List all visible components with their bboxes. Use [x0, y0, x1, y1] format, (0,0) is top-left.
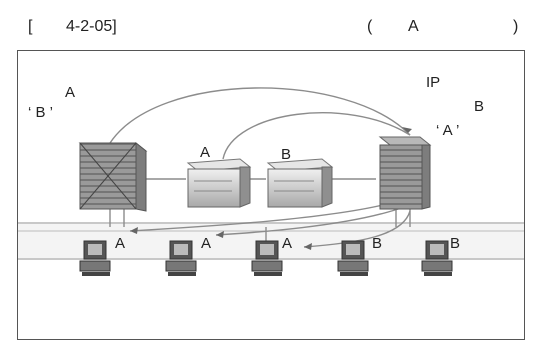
server-b-label: B — [281, 146, 292, 163]
caption-ref-open: [ — [28, 18, 33, 35]
switch-right — [378, 136, 432, 210]
pc-5-label: B — [450, 235, 461, 252]
pc-1 — [79, 240, 111, 276]
pc-3 — [251, 240, 283, 276]
switch-right-label-ip: IP — [426, 74, 441, 91]
caption-answer: A — [408, 18, 419, 35]
pc-3-label: A — [282, 235, 293, 252]
switch-right-label-b: B — [474, 98, 485, 115]
server-b — [266, 158, 334, 208]
network-diagram — [18, 87, 524, 276]
server-a-label: A — [200, 144, 211, 161]
server-a — [186, 158, 252, 208]
caption-ref-code: 4-2-05] — [66, 18, 117, 35]
pc-2 — [165, 240, 197, 276]
switch-left — [78, 141, 148, 212]
caption-paren-close: ) — [513, 18, 519, 35]
pc-5 — [421, 240, 453, 276]
switch-left-label-a: A — [65, 84, 76, 101]
pc-4-label: B — [372, 235, 383, 252]
pc-1-label: A — [115, 235, 126, 252]
arrow-heads — [130, 127, 412, 250]
pc-4 — [337, 240, 369, 276]
diagram-frame: A ‘ B ’ IP B ‘ A ’ A B A A A B B — [17, 50, 525, 340]
switch-left-label-b: ‘ B ’ — [28, 104, 54, 121]
caption-paren-open: ( — [367, 18, 373, 35]
pc-2-label: A — [201, 235, 212, 252]
switch-right-label-a: ‘ A ’ — [436, 122, 460, 139]
